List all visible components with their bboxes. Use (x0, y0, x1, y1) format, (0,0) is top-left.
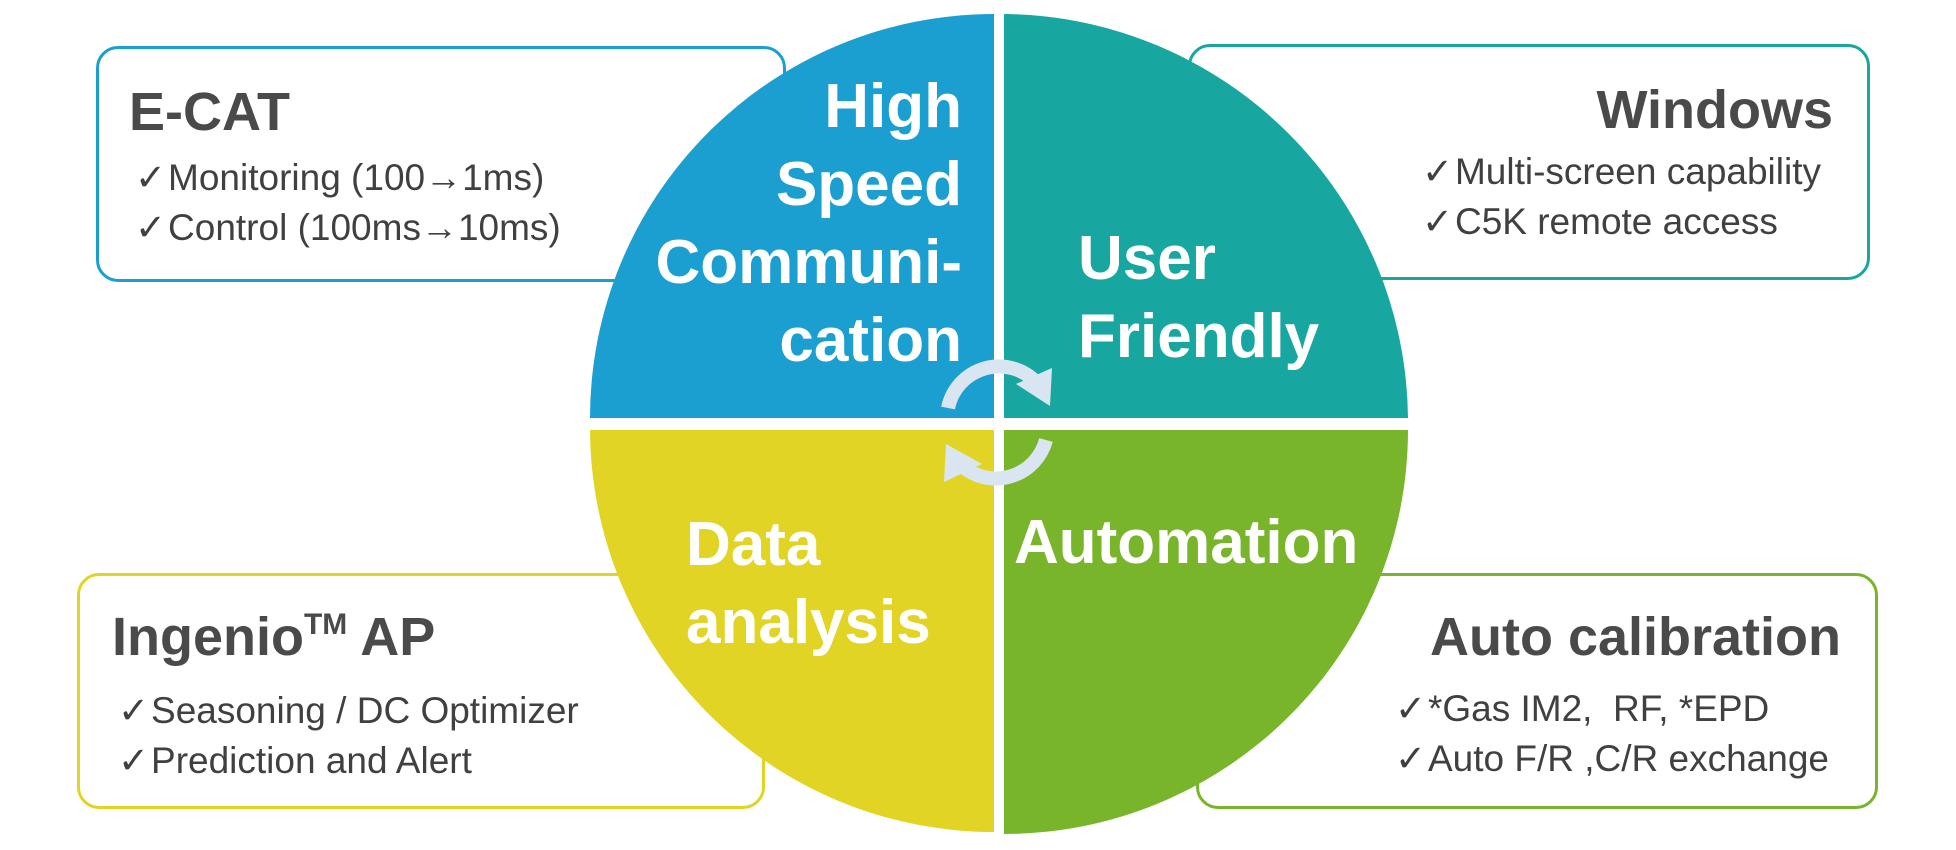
ecat-title: E-CAT (129, 82, 290, 142)
ecat-bullet-monitoring: Monitoring (100→1ms) (168, 157, 545, 198)
list-item: ✓Monitoring (100→1ms) (135, 153, 561, 203)
list-item: ✓C5K remote access (1422, 197, 1821, 247)
auto-calibration-title: Auto calibration (1429, 607, 1841, 667)
automation-label: Automation (1014, 504, 1358, 582)
label-line: Communi- (655, 228, 962, 297)
auto-bullet-gas: *Gas IM2, RF, *EPD (1427, 688, 1770, 729)
ingenio-bullet-prediction: Prediction and Alert (151, 740, 472, 781)
windows-bullet-list: ✓Multi-screen capability ✓C5K remote acc… (1422, 147, 1821, 247)
ingenio-title: IngenioTM AP (112, 607, 436, 667)
auto-bullet-exchange: Auto F/R ,C/R exchange (1427, 738, 1829, 779)
ecat-box: E-CAT ✓Monitoring (100→1ms) ✓Control (10… (96, 46, 786, 282)
list-item: ✓Auto F/R ,C/R exchange (1395, 734, 1829, 784)
ecat-bullet-list: ✓Monitoring (100→1ms) ✓Control (100ms→10… (135, 153, 561, 253)
check-icon: ✓ (118, 690, 150, 731)
label-line: High (824, 72, 962, 141)
ingenio-bullet-seasoning: Seasoning / DC Optimizer (151, 690, 579, 731)
list-item: ✓Seasoning / DC Optimizer (118, 686, 579, 736)
list-item: ✓Control (100ms→10ms) (135, 203, 561, 253)
ecat-bullet-control: Control (100ms→10ms) (168, 207, 561, 248)
windows-bullet-multiscreen: Multi-screen capability (1454, 151, 1821, 192)
list-item: ✓*Gas IM2, RF, *EPD (1395, 684, 1829, 734)
check-icon: ✓ (135, 157, 167, 198)
label-line: Friendly (1078, 302, 1320, 371)
check-icon: ✓ (1394, 688, 1426, 729)
quadrant-user-friendly (1004, 14, 1408, 418)
check-icon: ✓ (1421, 201, 1453, 242)
label-line: User (1078, 224, 1216, 293)
label-line: Data (686, 510, 821, 579)
check-icon: ✓ (135, 207, 167, 248)
high-speed-communication-label: High Speed Communi- cation (655, 68, 962, 380)
label-line: Speed (775, 150, 962, 219)
label-line: analysis (686, 588, 931, 657)
ingenio-title-main: Ingenio (112, 607, 304, 667)
check-icon: ✓ (118, 740, 150, 781)
list-item: ✓Prediction and Alert (118, 736, 579, 786)
user-friendly-label: User Friendly (1078, 220, 1319, 376)
list-item: ✓Multi-screen capability (1422, 147, 1821, 197)
check-icon: ✓ (1394, 738, 1426, 779)
ingenio-bullet-list: ✓Seasoning / DC Optimizer ✓Prediction an… (118, 686, 579, 786)
windows-bullet-remote: C5K remote access (1454, 201, 1778, 242)
trademark-mark: TM (303, 608, 348, 641)
check-icon: ✓ (1421, 151, 1453, 192)
data-analysis-label: Data analysis (686, 506, 931, 662)
windows-title: Windows (1596, 80, 1834, 140)
quadrant-data-analysis (590, 430, 994, 832)
auto-calibration-bullet-list: ✓*Gas IM2, RF, *EPD ✓Auto F/R ,C/R excha… (1395, 684, 1829, 784)
label-line: cation (779, 306, 962, 375)
quadrant-automation (1004, 430, 1408, 834)
quadrant-high-speed (590, 14, 994, 418)
label-line: Automation (1014, 508, 1359, 577)
ingenio-title-suffix: AP (347, 607, 436, 667)
